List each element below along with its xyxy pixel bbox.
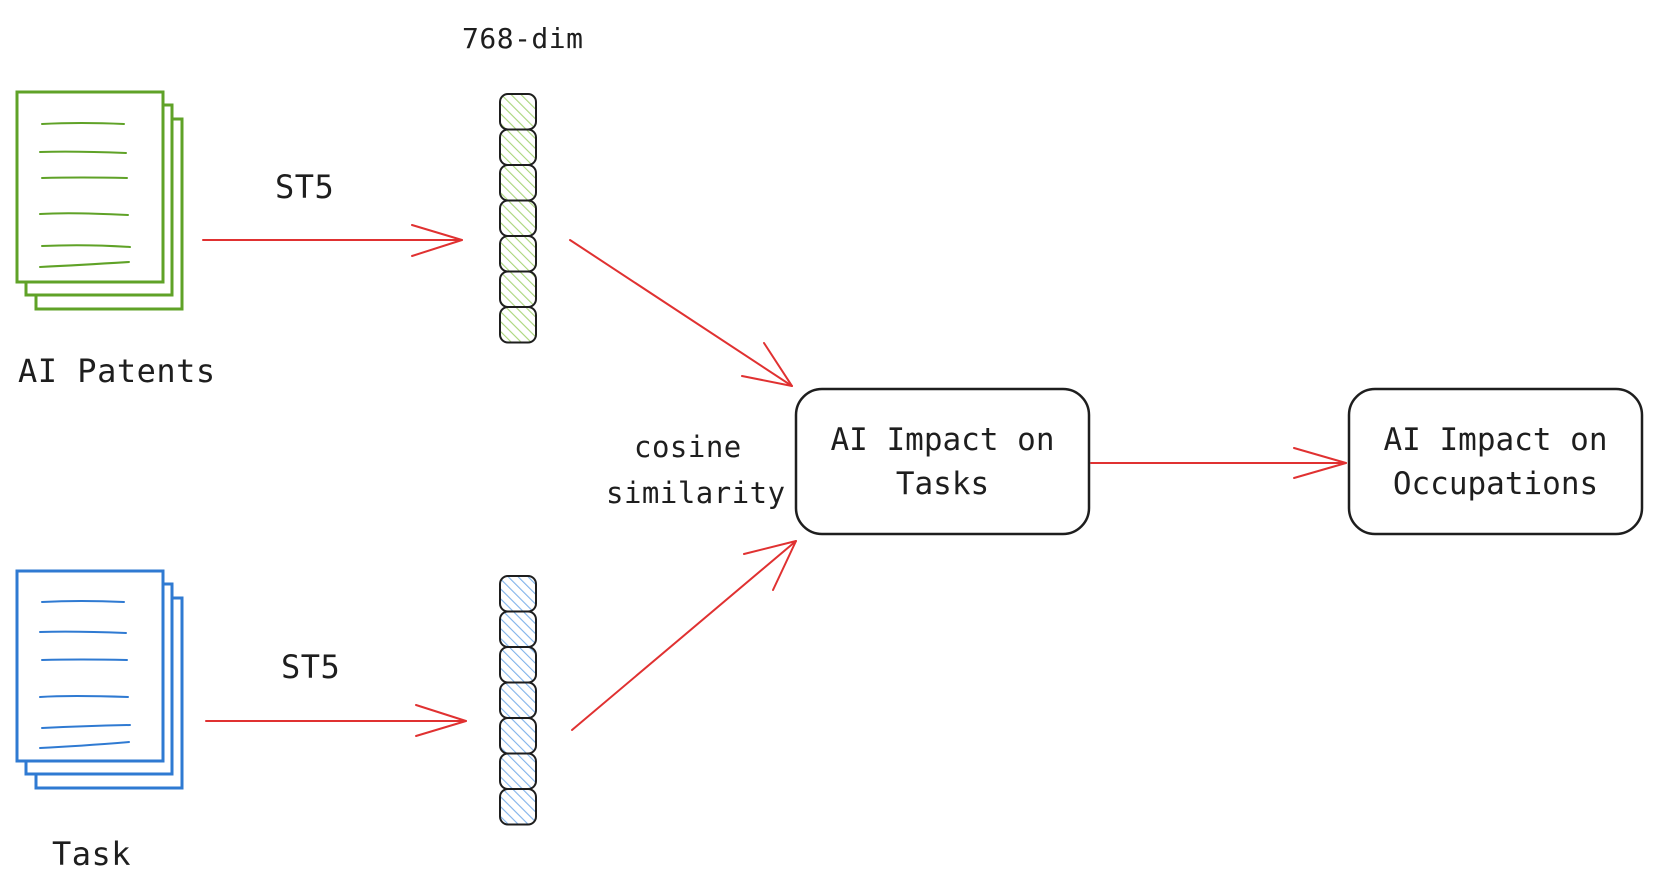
vector-cell [499, 93, 537, 131]
vector-cell [499, 270, 537, 308]
task-embedding-vector [499, 575, 537, 826]
ai-impact-tasks-text: AI Impact on Tasks [796, 389, 1089, 534]
cosine-label: cosine [634, 430, 742, 464]
ai-impact-tasks-box [794, 387, 1091, 536]
dimension-label: 768-dim [462, 22, 584, 55]
vector-cell [499, 128, 537, 166]
vector-cell [499, 199, 537, 237]
task-label: Task [52, 835, 132, 873]
vector-cell [499, 164, 537, 202]
st5-arrow-top [202, 224, 463, 257]
vector-cell [499, 752, 537, 790]
st5-arrow-bottom [205, 704, 467, 737]
patent-embedding-vector [499, 93, 537, 344]
ai-impact-occupations-text: AI Impact on Occupations [1349, 389, 1642, 534]
ai-impact-tasks-line1: AI Impact on [830, 421, 1055, 458]
st5-label-bottom: ST5 [281, 648, 341, 686]
vector-cell [499, 681, 537, 719]
vector-cell [499, 788, 537, 826]
vector-cell [499, 575, 537, 613]
task-to-impact-arrow [571, 540, 797, 731]
ai-impact-tasks-line2: Tasks [895, 465, 990, 502]
vector-cell [499, 717, 537, 755]
vector-cell [499, 235, 537, 273]
patents-label: AI Patents [18, 352, 216, 390]
vector-cell [499, 610, 537, 648]
patents-document-stack-icon [15, 90, 184, 311]
st5-label-top: ST5 [275, 168, 335, 206]
task-document-stack-icon [15, 569, 184, 790]
vector-cell [499, 306, 537, 344]
ai-impact-occupations-line1: AI Impact on [1383, 421, 1608, 458]
patent-to-impact-arrow [569, 239, 793, 387]
tasks-to-occupations-arrow [1090, 447, 1347, 479]
vector-cell [499, 646, 537, 684]
ai-impact-occupations-box [1347, 387, 1644, 536]
similarity-label: similarity [606, 476, 786, 510]
ai-impact-occupations-line2: Occupations [1392, 465, 1599, 502]
